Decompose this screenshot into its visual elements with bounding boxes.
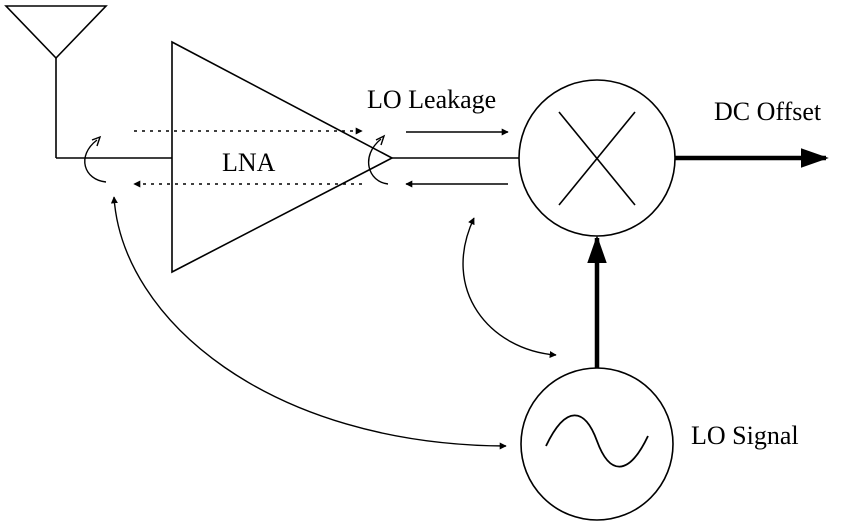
lna-amplifier: [171, 40, 394, 274]
oscillator-icon: [520, 367, 674, 521]
antenna-icon: [4, 5, 108, 158]
mixer-icon: [518, 79, 676, 237]
lo-signal-label: LO Signal: [691, 421, 799, 450]
dc-offset-label: DC Offset: [714, 97, 822, 126]
lo-coupling-arrow-long: [110, 196, 507, 450]
lna-label: LNA: [222, 148, 276, 177]
lo-coupling-arrow-short: [462, 217, 557, 359]
antenna-reflection-icon: [84, 135, 107, 183]
lna-output-reflection-icon: [367, 134, 389, 185]
lo-leakage-label: LO Leakage: [367, 85, 496, 114]
